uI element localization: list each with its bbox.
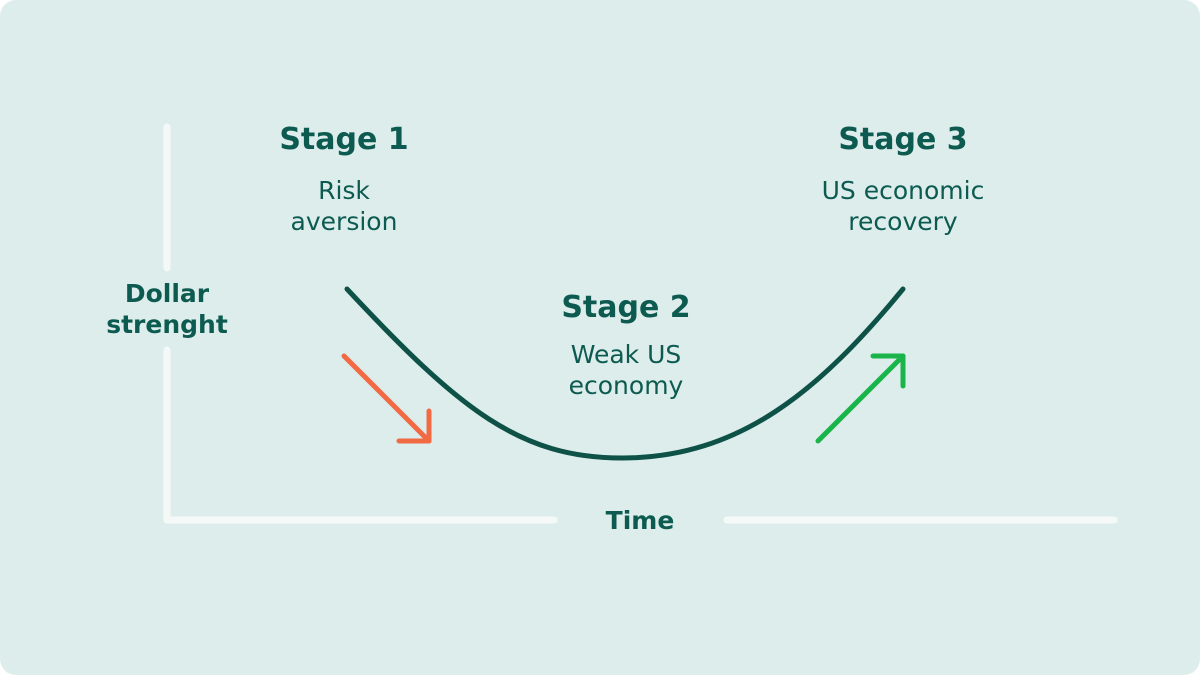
stage-3-description: US economic recovery [821, 176, 985, 236]
y-axis-label: Dollar strenght [106, 279, 228, 339]
stage-1-description: Risk aversion [290, 176, 398, 236]
dollar-smile-curve [344, 286, 906, 461]
stage-2-description: Weak US economy [568, 340, 684, 400]
x-axis-label: Time [605, 506, 675, 535]
stage-1-title: Stage 1 [279, 122, 409, 157]
stage-2-title: Stage 2 [561, 290, 691, 325]
down-arrow-icon [341, 353, 432, 444]
up-arrow-icon [815, 353, 906, 444]
stage-3-title: Stage 3 [838, 122, 968, 157]
